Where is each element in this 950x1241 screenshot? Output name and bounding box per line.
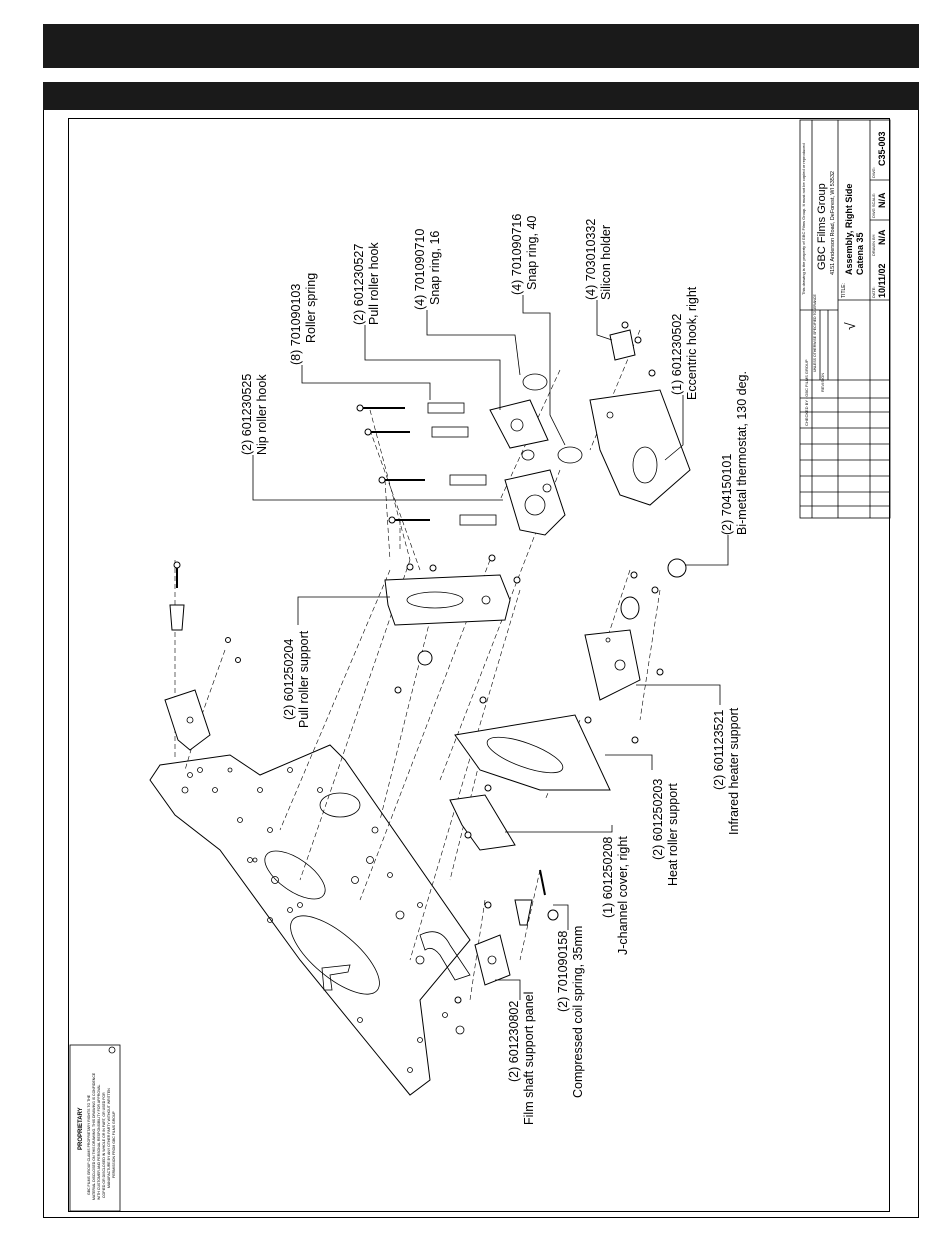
tolerance-label: UNLESS OTHERWISE SPECIFIED TOLERANCE [813, 294, 817, 372]
callout-part-roller-spring: (8) 701090103 [289, 284, 303, 365]
proprietary-line: COPIED OR DISCLOSED IN WHOLE OR IN PART,… [102, 1092, 106, 1198]
drawing-title: Assembly, Right Side [844, 184, 854, 275]
callout-part-coil-spring: (2) 701090158 [556, 931, 570, 1012]
callout-part-heat-roller-support: (2) 601250203 [651, 779, 665, 860]
callout-part-pull-roller-support: (2) 601250204 [282, 639, 296, 720]
callout-desc-heat-roller-support: Heat roller support [666, 783, 680, 886]
callout-part-pull-roller-hook: (2) 601230527 [352, 244, 366, 325]
date-label: DATE: [871, 287, 876, 298]
section-bar [43, 82, 919, 110]
date-value: 10/11/02 [877, 263, 887, 298]
proprietary-line: MATERIAL DISCLOSED ON THIS DRAWING. THIS… [92, 1072, 96, 1200]
callout-part-film-shaft-panel: (2) 601230802 [507, 1001, 521, 1082]
callout-desc-silicon-holder: Silicon holder [599, 225, 613, 300]
proprietary-line: MANUFACTURE BY ANY OTHER PARTY WITHOUT W… [107, 1088, 111, 1188]
drawing-sheet [68, 118, 890, 1212]
side-plate [149, 744, 471, 1096]
leader-lines [252, 295, 729, 1000]
header-bar [43, 24, 919, 68]
proprietary-line: PERMISSION FROM GBC FILMS GROUP [112, 1110, 116, 1178]
callout-desc-eccentric-hook: Eccentric hook, right [685, 286, 699, 400]
callout-desc-pull-roller-support: Pull roller support [297, 630, 311, 728]
callout-desc-film-shaft-panel: Film shaft support panel [522, 992, 536, 1125]
callout-part-eccentric-hook: (1) 601230502 [670, 314, 684, 395]
callout-desc-infrared-heater-support: Infrared heater support [727, 707, 741, 835]
scale-value: N/A [877, 192, 887, 208]
proprietary-notice: PROPRIETARY GBC FILMS GROUP CLAIMS PROPR… [69, 1044, 121, 1212]
callout-desc-nip-roller-hook: Nip roller hook [255, 374, 269, 455]
page-frame [43, 110, 919, 1218]
proprietary-heading: PROPRIETARY [78, 1107, 84, 1150]
callout-desc-snap-ring-16: Snap ring, 16 [428, 231, 442, 305]
proprietary-line: WITH CUSTOMER AND PERSONAL RESPONSIBILIT… [97, 1085, 101, 1200]
callout-part-thermostat: (2) 704150101 [720, 454, 734, 535]
callout-part-snap-ring-40: (4) 701090716 [510, 214, 524, 295]
drawing-subtitle: Catena 35 [855, 232, 865, 275]
fine-print: This drawing is the property of GBC Film… [801, 143, 806, 295]
callout-desc-roller-spring: Roller spring [304, 273, 318, 343]
callout-part-infrared-heater-support: (2) 601123521 [712, 710, 726, 790]
callout-part-j-channel-cover: (1) 601250208 [601, 837, 615, 918]
check-mark-symbol: √ [842, 322, 858, 330]
callout-desc-thermostat: Bi-metal thermostat, 130 deg. [735, 371, 749, 535]
copyright-icon [108, 1046, 116, 1054]
callout-part-snap-ring-16: (4) 701090710 [413, 229, 427, 310]
drawn-label: DRAWN BY: [871, 234, 876, 256]
callout-desc-pull-roller-hook: Pull roller hook [367, 242, 381, 325]
callout-desc-snap-ring-40: Snap ring, 40 [525, 216, 539, 290]
callout-part-silicon-holder: (4) 703010332 [584, 219, 598, 300]
checked-label: CHECKED BY : GBC FILMS GROUP [804, 359, 809, 426]
scale-label: DWG SCALE: [871, 193, 876, 218]
drawn-value: N/A [877, 229, 887, 245]
spring-rods [356, 402, 497, 526]
callout-desc-j-channel-cover: J-channel cover, right [616, 836, 630, 955]
callout-part-nip-roller-hook: (2) 601230525 [240, 374, 254, 455]
revision-label: REVISION [820, 373, 825, 392]
dwg-label: DWG: [871, 167, 876, 178]
title-label: TITLE: [841, 283, 847, 298]
company-address: 4151 Anderson Road, DeForest, WI 53532 [830, 171, 836, 275]
callout-desc-coil-spring: Compressed coil spring, 35mm [571, 926, 585, 1098]
components [164, 321, 691, 1004]
dwg-number: C35-003 [877, 131, 887, 166]
title-block: GBC Films Group 4151 Anderson Road, DeFo… [799, 119, 891, 519]
proprietary-line: GBC FILMS GROUP CLAIMS PROPRIETARY RIGHT… [87, 1094, 91, 1195]
company-name: GBC Films Group [816, 183, 828, 270]
callout-labels: (2) 601230525 Nip roller hook (8) 701090… [240, 214, 749, 1125]
